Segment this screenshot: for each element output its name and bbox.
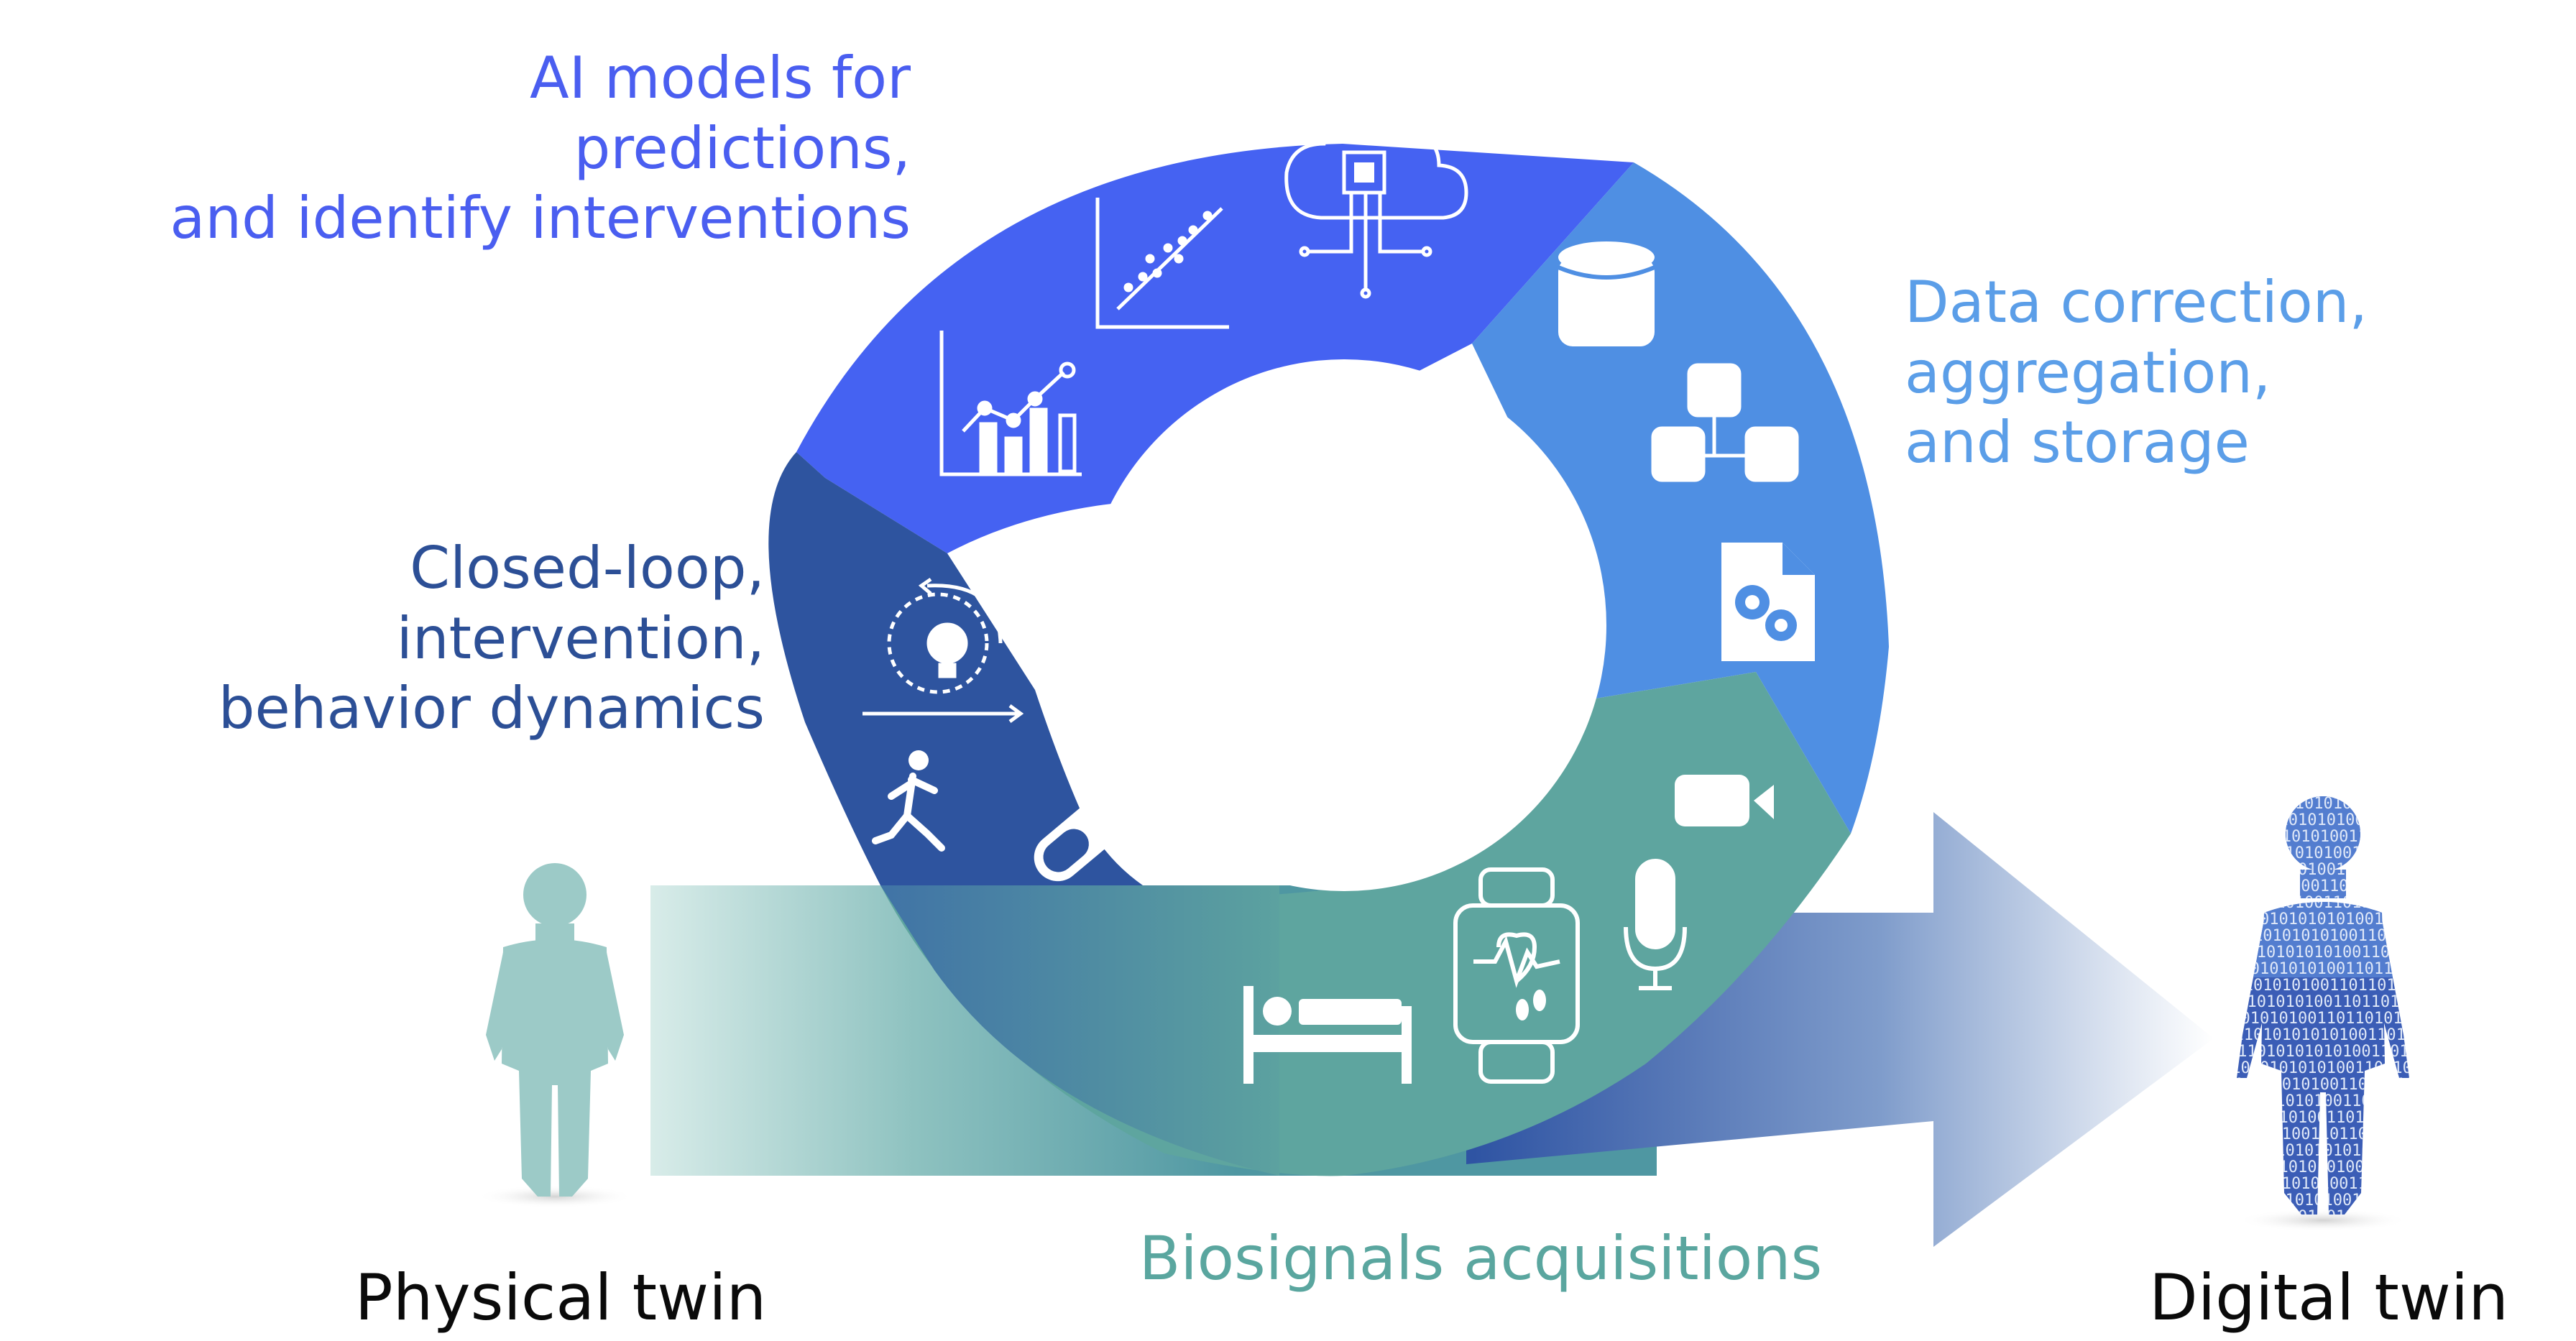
binary-row: 0110101010101001101101010110101101010101… — [2222, 811, 2576, 829]
label-data-correction-line-3: and storage — [1905, 409, 2250, 476]
binary-row: 1011010101010100110110101011010110101010… — [2222, 911, 2576, 928]
microphone-icon — [1624, 859, 1687, 990]
binary-row: 1101010101010011011010101101011010101010… — [2215, 828, 2576, 846]
binary-row: 0101010101001101101010110101101010101010… — [2228, 1092, 2576, 1110]
binary-row: 0110101010101001101101010110101101010101… — [2222, 1158, 2576, 1176]
binary-row: 1011010101010100110110101011010110101010… — [2215, 1026, 2576, 1044]
binary-row: 1011010101010100110110101011010110101010… — [2228, 795, 2576, 813]
binary-row: 0101010101001101101010110101101010101010… — [2222, 861, 2576, 879]
binary-row: 1101010101010011011010101101011010101010… — [2222, 1059, 2576, 1077]
binary-row: 0101010100110110101011010110101010101001… — [2215, 1125, 2576, 1143]
label-ai-models-line-2: predictions, — [574, 114, 911, 182]
database-network-icon — [1651, 363, 1799, 482]
binary-row: 0110101010101001101101010110101101010101… — [2228, 1043, 2576, 1061]
lightbulb-cycle-icon — [862, 577, 1024, 724]
cycle-ring — [768, 144, 1889, 1176]
label-closed-loop-line-1: Closed-loop, — [410, 535, 765, 602]
binary-row: 1010101010011011010101101011010101010100… — [2228, 993, 2576, 1011]
gear-document-icon — [1721, 543, 1815, 661]
label-ai-models-line-3: and identify interventions — [170, 185, 911, 252]
binary-row: 1010101010100110110101011010110101010101… — [2215, 1076, 2576, 1094]
binary-row: 0101010100110110101011010110101010101001… — [2222, 1010, 2576, 1028]
ring-hole — [1082, 359, 1606, 891]
label-data-correction-line-2: aggregation, — [1905, 338, 2271, 406]
label-ai-models-line-1: AI models for — [530, 45, 911, 111]
binary-row: 0101010100110110101011010110101010101001… — [2228, 894, 2576, 912]
label-data-correction-line-1: Data correction, — [1905, 269, 2368, 336]
digital-twin-figure: 1011010101010100110110101011010110101010… — [2215, 795, 2576, 1215]
binary-texture: 1011010101010100110110101011010110101010… — [2215, 795, 2576, 1215]
binary-row: 1010101010100110110101011010110101010101… — [2228, 844, 2576, 862]
binary-row: 0101010101001101101010110101101010101010… — [2215, 977, 2576, 995]
physical-twin-shadow — [476, 1185, 634, 1208]
binary-row: 0110101010101001101101010110101101010101… — [2215, 927, 2576, 945]
binary-row: 1101010101010011011010101101011010101010… — [2215, 1175, 2576, 1193]
binary-row: 1010101010011011010101101011010101010100… — [2215, 877, 2576, 895]
label-closed-loop: Closed-loop, intervention, behavior dyna… — [46, 533, 765, 744]
label-ai-models: AI models for predictions, and identify … — [48, 43, 911, 254]
bar-line-chart-icon — [939, 331, 1082, 476]
digital-twin-shadow — [2237, 1209, 2409, 1232]
database-icon — [1557, 241, 1656, 346]
video-camera-icon — [1675, 775, 1774, 826]
physical-twin-figure — [486, 863, 624, 1197]
pill-icon — [1034, 788, 1136, 882]
running-person-icon — [872, 750, 945, 852]
cloud-chip-icon — [1284, 105, 1468, 299]
label-closed-loop-line-2: intervention, — [396, 604, 765, 672]
scatter-plot-icon — [1095, 198, 1229, 329]
label-closed-loop-line-3: behavior dynamics — [218, 675, 765, 742]
binary-row: 1011010101010100110110101011010110101010… — [2228, 1142, 2576, 1160]
binary-row: 1010101010100110110101011010110101010101… — [2222, 960, 2576, 978]
segment-biosignals-band — [880, 885, 1279, 1176]
label-data-correction: Data correction, aggregation, and storag… — [1905, 267, 2552, 478]
label-digital-twin: Digital twin — [2148, 1261, 2509, 1335]
label-physical-twin: Physical twin — [354, 1261, 767, 1335]
binary-row: 1010101010100110110101011010110101010101… — [2228, 1192, 2576, 1209]
bed-icon — [1243, 986, 1412, 1084]
smartwatch-icon — [1453, 867, 1580, 1084]
label-biosignals: Biosignals acquisitions — [1138, 1223, 1823, 1294]
binary-row: 1010101010011011010101101011010101010100… — [2222, 1109, 2576, 1127]
binary-row: 1101010101010011011010101101011010101010… — [2228, 944, 2576, 962]
